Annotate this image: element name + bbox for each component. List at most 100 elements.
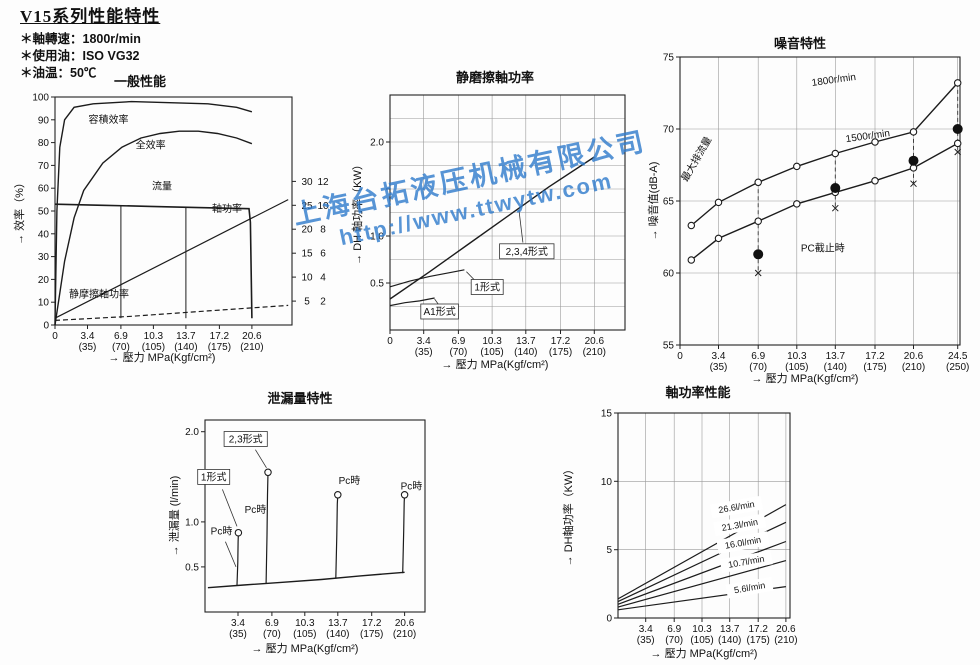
svg-text:10: 10 <box>317 201 329 212</box>
note-oil-type: ＊使用油：ISO VG32 <box>20 49 140 63</box>
svg-text:3.4: 3.4 <box>712 351 726 362</box>
svg-text:6: 6 <box>320 249 326 260</box>
svg-text:(35): (35) <box>79 342 97 353</box>
chart-shaft-power-performance: 3.4(35)6.9(70)10.3(105)13.7(140)17.2(175… <box>561 385 798 660</box>
svg-text:→ 泄漏量 (l/min): → 泄漏量 (l/min) <box>168 476 181 557</box>
svg-text:10.3: 10.3 <box>787 351 807 362</box>
svg-text:10.3: 10.3 <box>692 624 712 635</box>
svg-text:(210): (210) <box>393 629 416 640</box>
svg-text:容積效率: 容積效率 <box>89 113 129 126</box>
svg-text:10: 10 <box>601 477 613 488</box>
svg-text:(105): (105) <box>293 629 316 640</box>
svg-text:20.6: 20.6 <box>904 351 924 362</box>
svg-text:10: 10 <box>38 298 50 309</box>
svg-text:→ 壓力 MPa(Kgf/cm²): → 壓力 MPa(Kgf/cm²) <box>752 372 859 385</box>
svg-text:(210): (210) <box>583 347 606 358</box>
svg-text:軸功率: 軸功率 <box>212 202 242 215</box>
svg-text:1500r/min: 1500r/min <box>845 128 891 145</box>
svg-text:流量: 流量 <box>152 179 172 192</box>
svg-text:2,3形式: 2,3形式 <box>229 433 263 446</box>
svg-text:50: 50 <box>38 207 50 218</box>
svg-text:13.7: 13.7 <box>516 336 536 347</box>
svg-text:1.0: 1.0 <box>370 232 384 243</box>
page-header: V15系列性能特性 ＊軸轉速：1800r/min ＊使用油：ISO VG32 ＊… <box>20 2 160 82</box>
svg-text:(175): (175) <box>208 342 231 353</box>
svg-text:(140): (140) <box>514 347 537 358</box>
svg-text:13.7: 13.7 <box>176 331 196 342</box>
svg-text:17.2: 17.2 <box>865 351 885 362</box>
svg-text:(140): (140) <box>174 342 197 353</box>
svg-text:2.0: 2.0 <box>370 138 384 149</box>
svg-text:0: 0 <box>52 331 58 342</box>
svg-text:静摩擦軸功率: 静摩擦軸功率 <box>69 288 129 301</box>
svg-text:一般性能: 一般性能 <box>114 74 166 89</box>
svg-text:→ 效率（%）: → 效率（%） <box>12 177 26 245</box>
svg-text:100: 100 <box>32 93 49 104</box>
svg-text:2.0: 2.0 <box>185 427 199 438</box>
svg-text:(105): (105) <box>785 362 808 373</box>
svg-text:静磨擦軸功率: 静磨擦軸功率 <box>456 70 534 85</box>
svg-text:17.2: 17.2 <box>748 624 768 635</box>
svg-text:3.4: 3.4 <box>417 336 431 347</box>
svg-text:Pc時: Pc時 <box>211 526 233 538</box>
svg-text:0.5: 0.5 <box>185 562 199 573</box>
svg-text:(70): (70) <box>665 635 683 646</box>
svg-text:70: 70 <box>38 161 50 172</box>
svg-text:A1形式: A1形式 <box>423 305 455 318</box>
svg-text:65: 65 <box>663 197 675 208</box>
svg-text:24.5: 24.5 <box>948 351 968 362</box>
svg-text:2: 2 <box>320 297 326 308</box>
svg-text:(35): (35) <box>229 629 247 640</box>
svg-text:6.9: 6.9 <box>667 624 681 635</box>
svg-text:0: 0 <box>43 321 49 332</box>
svg-text:→ DH 軸功率（KW）: → DH 軸功率（KW） <box>350 159 364 265</box>
svg-text:20.6: 20.6 <box>242 331 262 342</box>
svg-text:→ 壓力 MPa(Kgf/cm²): → 壓力 MPa(Kgf/cm²) <box>109 351 216 364</box>
svg-text:5: 5 <box>606 545 612 556</box>
svg-text:(210): (210) <box>774 635 797 646</box>
svg-text:(175): (175) <box>747 635 770 646</box>
svg-text:6.9: 6.9 <box>265 618 279 629</box>
svg-text:1800r/min: 1800r/min <box>811 72 857 89</box>
svg-text:0: 0 <box>606 614 612 625</box>
svg-text:3.4: 3.4 <box>81 331 95 342</box>
svg-text:0: 0 <box>387 336 393 347</box>
svg-text:(105): (105) <box>480 347 503 358</box>
svg-text:0: 0 <box>677 351 683 362</box>
svg-text:4: 4 <box>320 273 326 284</box>
svg-text:10.3: 10.3 <box>482 336 502 347</box>
svg-text:13.7: 13.7 <box>328 618 348 629</box>
svg-text:17.2: 17.2 <box>210 331 230 342</box>
svg-text:5: 5 <box>304 297 310 308</box>
svg-text:→ DH軸功率（KW）: → DH軸功率（KW） <box>561 464 575 567</box>
svg-text:3.4: 3.4 <box>231 618 245 629</box>
page-title: V15系列性能特性 <box>20 7 161 26</box>
svg-text:(210): (210) <box>902 362 925 373</box>
svg-text:(35): (35) <box>637 635 655 646</box>
chart-leakage-characteristics: 3.4(35)6.9(70)10.3(105)13.7(140)17.2(175… <box>168 391 426 655</box>
svg-text:(35): (35) <box>415 347 433 358</box>
svg-text:(105): (105) <box>690 635 713 646</box>
svg-text:(140): (140) <box>718 635 741 646</box>
svg-text:17.2: 17.2 <box>551 336 571 347</box>
svg-text:1形式: 1形式 <box>201 470 227 483</box>
svg-text:60: 60 <box>38 184 50 195</box>
svg-text:3.4: 3.4 <box>639 624 653 635</box>
svg-text:(70): (70) <box>112 342 130 353</box>
svg-text:2,3,4形式: 2,3,4形式 <box>506 245 548 258</box>
svg-text:6.9: 6.9 <box>451 336 465 347</box>
svg-text:10: 10 <box>301 273 313 284</box>
svg-text:30: 30 <box>38 252 50 263</box>
svg-text:(175): (175) <box>360 629 383 640</box>
svg-text:→ 壓力 MPa(Kgf/cm²): → 壓力 MPa(Kgf/cm²) <box>252 642 359 655</box>
svg-text:20.6: 20.6 <box>776 624 796 635</box>
svg-text:20.6: 20.6 <box>585 336 605 347</box>
svg-text:6.9: 6.9 <box>751 351 765 362</box>
svg-text:90: 90 <box>38 115 50 126</box>
svg-text:30: 30 <box>301 177 313 188</box>
note-oil-temp: ＊油温：50℃ <box>20 66 97 80</box>
svg-text:20.6: 20.6 <box>395 618 415 629</box>
